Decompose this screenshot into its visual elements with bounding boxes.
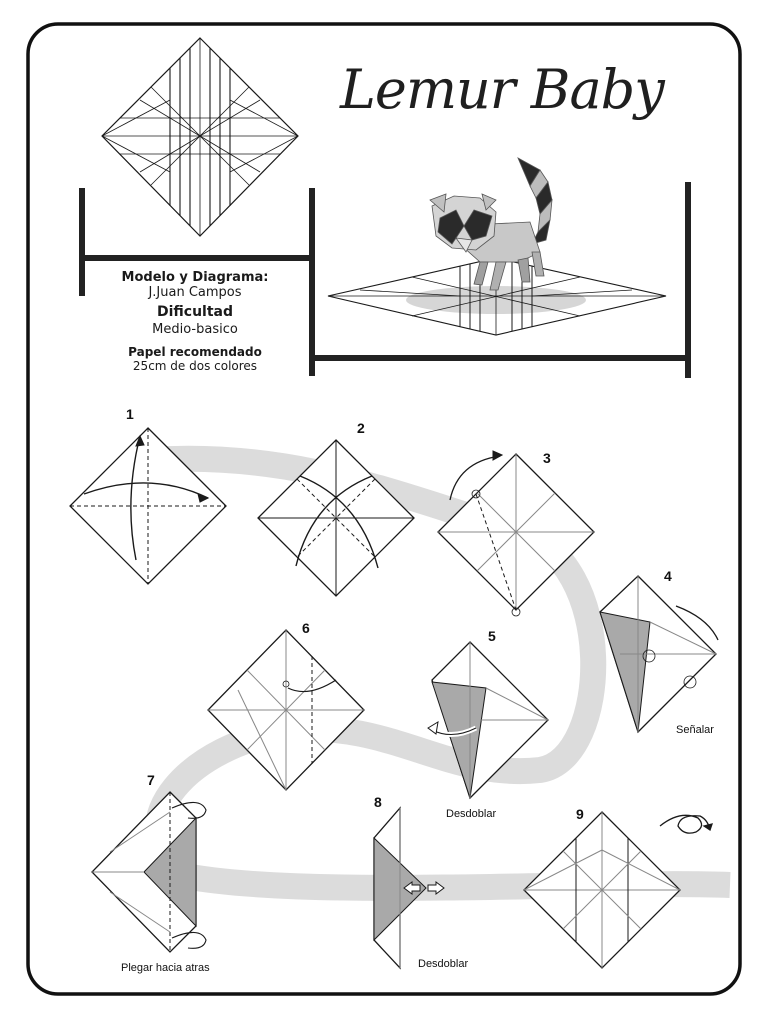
credits-block: Modelo y Diagrama: J.Juan Campos Dificul… xyxy=(80,270,310,373)
step-5-note: Desdoblar xyxy=(446,808,497,820)
difficulty-heading: Dificultad xyxy=(156,304,234,320)
step-2-diagram xyxy=(257,439,415,597)
paper-heading: Papel recomendado xyxy=(128,345,262,359)
fold-arrow-icon xyxy=(130,435,141,561)
step-6-diagram xyxy=(207,629,365,791)
fold-arrow-icon xyxy=(675,605,719,641)
fold-arrow-icon xyxy=(171,801,207,819)
step-4-note: Señalar xyxy=(676,724,714,736)
unfold-arrow-icon xyxy=(427,881,445,895)
turn-over-icon xyxy=(659,814,713,834)
difficulty-value: Medio-basico xyxy=(152,322,238,337)
step-8-diagram xyxy=(373,806,445,970)
step-5-number: 5 xyxy=(488,628,496,644)
crease-plane xyxy=(327,257,667,336)
step-3-diagram xyxy=(437,450,595,617)
step-2-number: 2 xyxy=(357,420,365,436)
step-5-diagram xyxy=(427,641,549,800)
step-8-note: Desdoblar xyxy=(418,958,469,970)
step-1-number: 1 xyxy=(126,406,134,422)
step-7-number: 7 xyxy=(147,772,155,788)
step-1-diagram xyxy=(69,427,227,585)
step-6-number: 6 xyxy=(302,620,310,636)
step-3-number: 3 xyxy=(543,450,551,466)
step-8-number: 8 xyxy=(374,794,382,810)
crease-pattern xyxy=(101,37,299,237)
step-7-diagram xyxy=(91,791,207,953)
model-heading: Modelo y Diagrama: xyxy=(121,270,269,285)
right-bracket xyxy=(312,182,691,378)
step-7-note: Plegar hacia atras xyxy=(121,962,210,974)
step-4-diagram xyxy=(599,575,719,734)
step-4-number: 4 xyxy=(664,568,672,584)
paper-value: 25cm de dos colores xyxy=(132,359,258,373)
fold-arrow-icon xyxy=(171,931,207,949)
lemur-figure xyxy=(429,157,553,291)
fold-arrow-icon xyxy=(287,679,337,693)
step-9-number: 9 xyxy=(576,806,584,822)
left-bracket xyxy=(79,188,315,376)
step-9-diagram xyxy=(523,811,681,969)
unfold-arrow-icon xyxy=(403,881,421,895)
page-title: Lemur Baby xyxy=(340,58,665,121)
fold-arrow-icon xyxy=(83,482,209,499)
page-border xyxy=(26,22,742,996)
author-name: J.Juan Campos xyxy=(148,285,242,300)
